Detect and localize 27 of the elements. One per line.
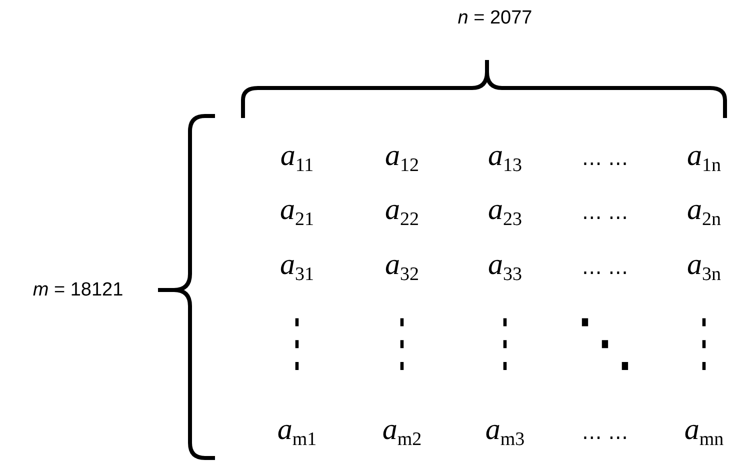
matrix-element: a$_{33}$	[488, 250, 522, 284]
vertical-ellipsis: ⋮	[688, 311, 720, 375]
vertical-ellipsis: ⋮	[489, 311, 521, 375]
vertical-ellipsis: ⋮	[386, 311, 418, 375]
ellipsis: … …	[582, 422, 628, 442]
matrix-element: a$_{3n}$	[687, 250, 721, 284]
ellipsis: … …	[582, 257, 628, 277]
diagonal-ellipsis: ⋱	[575, 311, 635, 375]
matrix-element: a$_{11}$	[280, 141, 314, 175]
dimension-label: n = 2077	[458, 8, 532, 28]
ellipsis: … …	[582, 202, 628, 222]
matrix-element: a$_{12}$	[385, 141, 419, 175]
matrix-element: a$_{22}$	[385, 195, 419, 229]
matrix-element: a$_{32}$	[385, 250, 419, 284]
matrix-element: a$_{31}$	[280, 250, 314, 284]
dimension-label: m = 18121	[32, 280, 124, 300]
vertical-ellipsis: ⋮	[281, 311, 313, 375]
matrix-element: a$_{23}$	[488, 195, 522, 229]
matrix-element: a$_{m2}$	[382, 415, 422, 449]
ellipsis: … …	[582, 148, 628, 168]
matrix-element: a$_{m1}$	[277, 415, 317, 449]
matrix-element: a$_{21}$	[280, 195, 314, 229]
matrix-element: a$_{1n}$	[687, 141, 721, 175]
matrix-element: a$_{2n}$	[687, 195, 721, 229]
matrix-element: a$_{m3}$	[485, 415, 525, 449]
matrix-element: a$_{13}$	[488, 141, 522, 175]
matrix-element: a$_{mn}$	[684, 415, 724, 449]
